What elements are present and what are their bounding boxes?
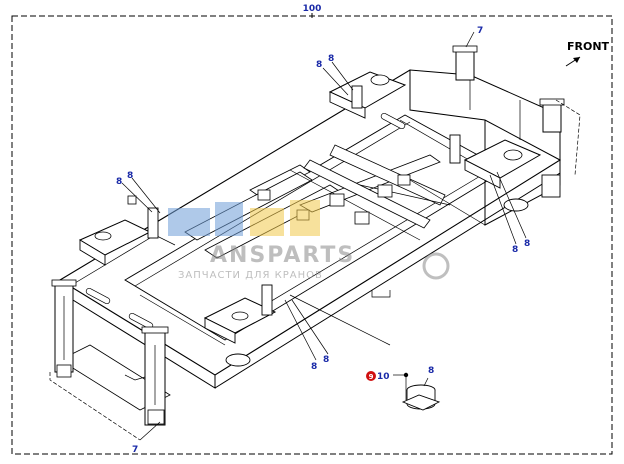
bracket-assembly-left	[78, 195, 159, 266]
callout-8-center-b[interactable]: 8	[323, 355, 329, 365]
watermark-logo-block	[290, 200, 320, 236]
hotspot-badge[interactable]: 9	[366, 371, 376, 381]
bracket-assembly-rear	[328, 71, 407, 119]
watermark-logo-block	[250, 208, 284, 236]
leader-7-bottom	[49, 372, 141, 441]
watermark-brand: ANSPARTS	[210, 243, 355, 268]
hotspot-badge-number[interactable]: 9	[369, 373, 374, 381]
hotspot-badge-circle[interactable]	[366, 371, 376, 381]
leader-7-top-b	[555, 99, 581, 176]
leaders-8	[121, 61, 527, 361]
callout-8-center-a[interactable]: 8	[311, 362, 317, 372]
jack-leg-right-rear	[452, 45, 478, 81]
watermark: ANSPARTS ЗАПЧАСТИ ДЛЯ КРАНОВ	[168, 200, 450, 281]
callout-7-top[interactable]: 7	[477, 26, 483, 36]
leader-7-top	[465, 31, 475, 48]
callout-7-bottom[interactable]: 7	[132, 445, 138, 455]
jack-leg-right-front	[539, 98, 565, 198]
callout-8-right-a[interactable]: 8	[512, 245, 518, 255]
bolt-part-10	[393, 372, 409, 400]
callout-8-left-a[interactable]: 8	[116, 177, 122, 187]
watermark-tagline: ЗАПЧАСТИ ДЛЯ КРАНОВ	[178, 270, 323, 281]
front-label: FRONT	[567, 40, 610, 53]
isolated-mount-part	[401, 377, 441, 411]
callout-labels: 7 7 8 8 8 8 8 8 8 8 8 10	[116, 26, 530, 455]
callout-8-mount[interactable]: 8	[428, 366, 434, 376]
callout-8-rear-a[interactable]: 8	[316, 60, 322, 70]
bracket-assembly-right	[449, 134, 542, 212]
jack-leg-left-front	[124, 326, 169, 426]
callout-10[interactable]: 10	[377, 372, 390, 382]
front-arrow-icon	[565, 56, 581, 67]
watermark-logo-block	[168, 208, 210, 236]
callout-8-right-b[interactable]: 8	[524, 239, 530, 249]
callout-8-rear-b[interactable]: 8	[328, 54, 334, 64]
leader-7-bottom-b	[139, 421, 161, 441]
jack-leg-left-rear	[51, 279, 77, 378]
callout-8-left-b[interactable]: 8	[127, 171, 133, 181]
bracket-assembly-center	[203, 284, 277, 367]
watermark-logo-block	[215, 202, 243, 236]
assembly-callout[interactable]: 100	[303, 4, 322, 14]
watermark-hook-icon	[422, 252, 450, 280]
